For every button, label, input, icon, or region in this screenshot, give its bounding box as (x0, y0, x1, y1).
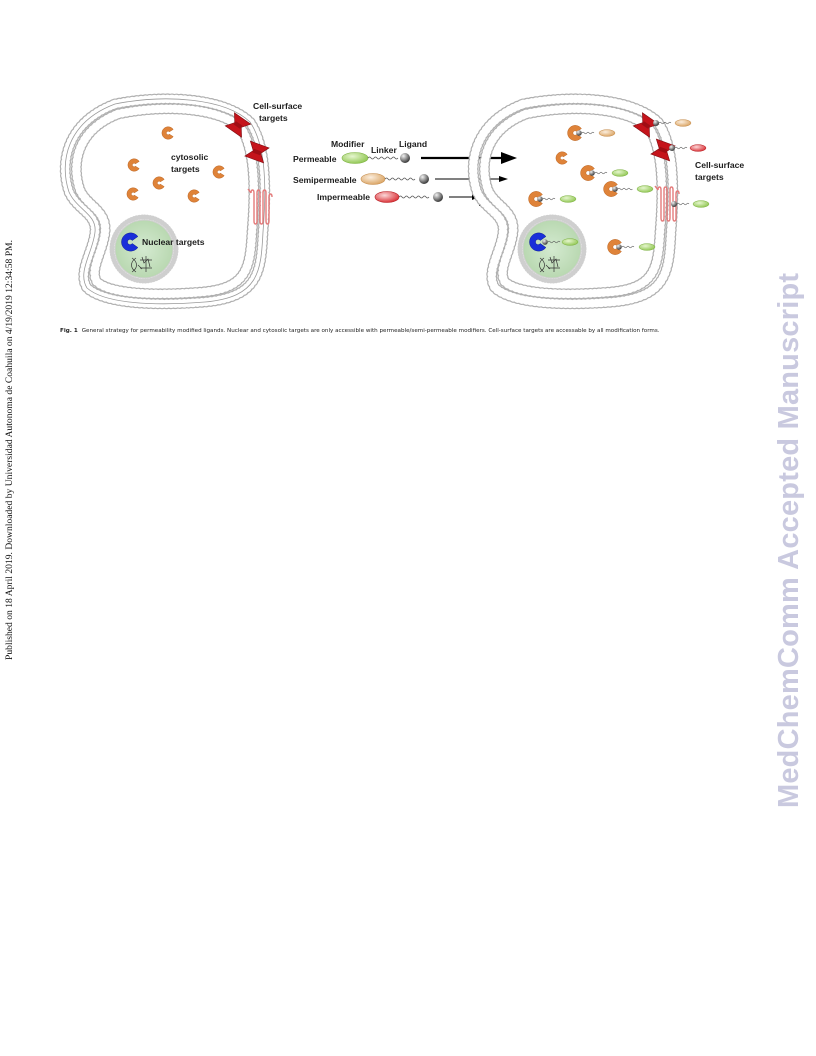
semipermeable-linker (384, 177, 416, 181)
cytosolic-target-1 (161, 126, 174, 140)
permeable-ligand (400, 153, 410, 163)
impermeable-ligand (433, 192, 443, 202)
publication-note: Published on 18 April 2019. Downloaded b… (4, 160, 20, 660)
cell-surface-label-2: targets (259, 113, 288, 123)
impermeable-linker (398, 195, 430, 199)
impermeable-label: Impermeable (317, 192, 370, 202)
semipermeable-ligand (419, 174, 429, 184)
cell-surface-label-1: Cell-surface (253, 101, 302, 111)
permeable-label: Permeable (293, 154, 337, 164)
figure-caption-label: Fig. 1 (60, 328, 78, 334)
cytosolic-label-2: targets (171, 164, 200, 174)
linker-header: Linker (371, 145, 397, 155)
permeable-linker (367, 156, 399, 160)
semipermeable-modifier (360, 173, 386, 185)
right-cell-surface-label-1: Cell-surface (695, 160, 744, 170)
watermark-text: MedChemComm Accepted Manuscript (773, 272, 805, 808)
cytosolic-label-1: cytosolic (171, 152, 208, 162)
right-conjugate-surface-3 (671, 200, 710, 208)
cytosolic-target-2 (127, 158, 140, 172)
impermeable-modifier (374, 191, 400, 203)
nuclear-targets-label: Nuclear targets (142, 237, 205, 247)
left-cell-membrane (59, 93, 271, 310)
accepted-manuscript-watermark: MedChemComm Accepted Manuscript (770, 200, 810, 820)
publication-note-text: Published on 18 April 2019. Downloaded b… (4, 240, 15, 660)
cytosolic-target-5 (187, 189, 200, 203)
cytosolic-target-6 (212, 165, 225, 179)
right-cytosolic-conjugate-3 (603, 181, 654, 197)
right-conjugate-surface-1 (653, 119, 692, 127)
cytosolic-target-3 (152, 176, 165, 190)
right-cytosolic-target-free (555, 151, 568, 165)
figure-1: Cell-surface targets cytosolic targets N… (55, 92, 755, 320)
right-cell-surface-label-2: targets (695, 172, 724, 182)
left-nucleus (109, 214, 179, 284)
right-cytosolic-conjugate-4 (528, 191, 577, 207)
ligand-header: Ligand (399, 139, 427, 149)
permeable-modifier (341, 152, 369, 164)
semipermeable-label: Semipermeable (293, 175, 357, 185)
right-cytosolic-conjugate-1 (567, 125, 616, 141)
right-nucleus (517, 214, 587, 284)
figure-caption-text: General strategy for permeability modifi… (81, 328, 660, 334)
modifier-header: Modifier (331, 139, 365, 149)
cytosolic-target-4 (126, 187, 139, 201)
right-cytosolic-conjugate-2 (580, 165, 629, 181)
right-cytosolic-conjugate-5 (607, 239, 656, 255)
right-conjugate-surface-2 (669, 144, 707, 152)
